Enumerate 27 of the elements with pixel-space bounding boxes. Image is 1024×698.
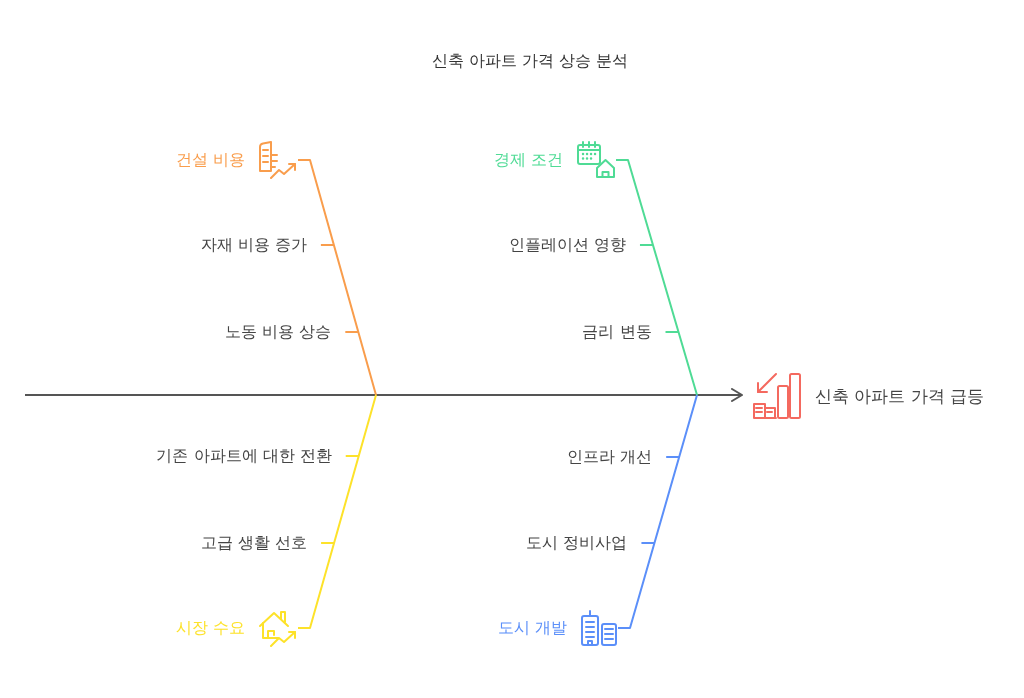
- cause-label: 고급 생활 선호: [200, 532, 308, 554]
- branch-tick-line: [665, 456, 681, 458]
- category-label: 도시 개발: [497, 617, 567, 639]
- branch-tick-line: [344, 455, 360, 457]
- spine-arrow: [24, 388, 743, 402]
- bone-line: [297, 394, 377, 629]
- category-label: 건설 비용: [175, 149, 245, 171]
- cause-label: 도시 정비사업: [526, 532, 628, 554]
- bone-line: [615, 159, 698, 396]
- cause-label: 노동 비용 상승: [225, 321, 332, 343]
- branch-tick-line: [320, 542, 336, 544]
- cause-label: 기존 아파트에 대한 전환: [156, 445, 332, 467]
- category-label: 경제 조건: [493, 149, 563, 171]
- branch-tick-line: [640, 542, 656, 544]
- category-label: 시장 수요: [175, 617, 245, 639]
- cause-label: 금리 변동: [582, 321, 652, 343]
- cause-label: 자재 비용 증가: [200, 234, 307, 256]
- cause-label: 인플레이션 영향: [508, 234, 626, 256]
- branch-tick-line: [638, 244, 654, 246]
- bone-line: [617, 394, 698, 629]
- effect-label: 신축 아파트 가격 급등: [815, 385, 985, 408]
- branch-tick-line: [344, 331, 360, 333]
- branch-tick-line: [319, 244, 335, 246]
- diagram-title: 신축 아파트 가격 상승 분석: [431, 50, 629, 72]
- branch-tick-line: [664, 331, 680, 333]
- cause-label: 인프라 개선: [567, 446, 653, 468]
- bone-line: [297, 159, 377, 396]
